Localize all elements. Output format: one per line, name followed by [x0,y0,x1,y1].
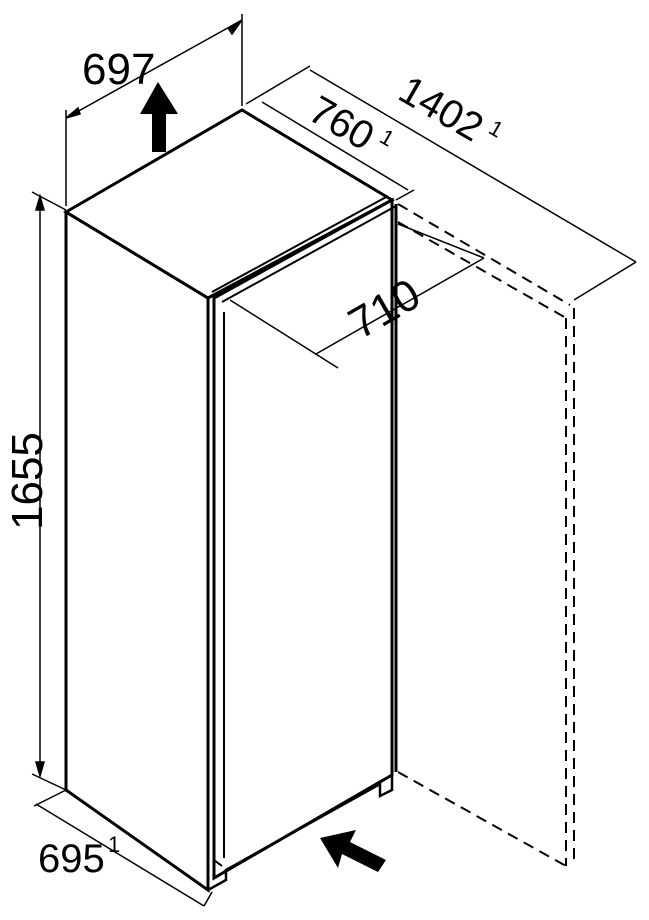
door-swing-label: 695 [38,837,105,881]
door-swing-top-line [397,203,571,306]
depth-open-label: 1402 [392,68,491,151]
cabinet [63,108,398,893]
door-swing-outline [397,203,575,867]
width-arrowhead-left [65,106,81,119]
depth-710-extension-top [397,223,485,259]
arrow-up-icon [140,82,178,152]
depth-1402-extension [573,261,637,301]
swing-extension-left [33,789,67,807]
door-top-edge-inner [221,205,397,303]
depth-door-superscript: 1 [376,124,399,152]
width-dimension-line [65,19,243,119]
width-arrowhead-right [226,19,243,36]
height-arrowhead-top [35,193,45,211]
dimension-lines [31,14,637,907]
height-extension-top [31,191,67,211]
width-label: 697 [82,45,155,94]
depth-760-extension [395,189,415,201]
door-handle [213,306,223,867]
depth-1402-line [309,69,637,263]
swing-extension-right [203,891,213,907]
depth-710-extension-left [229,299,339,369]
swing-dimension-line [35,803,205,907]
height-extension-bottom [31,773,67,791]
depth-door-label: 760 [302,88,382,159]
height-label: 1655 [3,432,52,530]
depth-760-line [261,101,409,191]
arrow-diagonal-icon [320,830,386,872]
door-swing-top-line-inner [397,221,567,319]
cabinet-plinth [207,772,394,892]
depth-extension-top [245,65,311,105]
height-arrowhead-bottom [35,761,45,779]
door-swing-bottom-line [397,771,567,867]
depth-710-line [315,257,485,355]
door-swing-superscript: 1 [108,832,120,857]
cabinet-left-face [64,209,210,893]
depth-open-superscript: 1 [485,115,508,143]
door-top-edge [211,195,389,293]
